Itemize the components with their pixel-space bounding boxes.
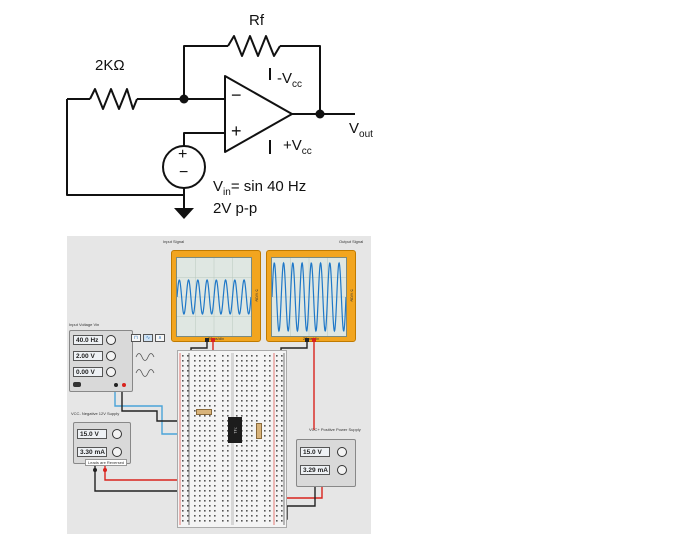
feedback-wire	[183, 45, 228, 99]
rf-resistor	[227, 35, 281, 57]
op-amp-triangle	[224, 75, 293, 153]
rf-label: Rf	[249, 12, 264, 29]
input-scope-label: Input Signal	[163, 239, 185, 244]
opamp-plus-sign: +	[231, 121, 242, 141]
neg-supply-terminal-red[interactable]	[103, 468, 107, 472]
pos-supply-voltage-display[interactable]: 15.0 V	[300, 447, 330, 457]
negative-power-supply: 15.0 V 3.30 mA	[73, 422, 131, 464]
fg-power-switch[interactable]	[73, 382, 81, 387]
wire-fg-blue	[114, 389, 185, 435]
input-resistor-component[interactable]	[196, 409, 212, 415]
neg-supply-current-display[interactable]: 3.30 mA	[77, 447, 107, 457]
input-resistor	[89, 88, 138, 110]
output-oscilloscope[interactable]: 5 V/div 20ms/div	[266, 250, 356, 342]
pos-supply-current-display[interactable]: 3.29 mA	[300, 465, 330, 475]
output-scope-trace	[272, 258, 346, 336]
vout-label: Vout	[349, 120, 373, 140]
ground-icon	[174, 208, 194, 219]
neg-supply-main: -V	[277, 70, 292, 87]
pos-supply-title: VCC+ Positive Power Supply	[309, 427, 361, 432]
ground-return-wire	[66, 99, 184, 196]
circuit-simulation-view: Input Signal 5 V/div 20ms/div Output Sig…	[67, 236, 371, 534]
neg-supply-voltage-display[interactable]: 15.0 V	[77, 429, 107, 439]
neg-supply-voltage-knob[interactable]	[112, 429, 122, 439]
op-amp-schematic	[66, 35, 355, 219]
sine-wave-button[interactable]: ∿	[143, 334, 153, 342]
source-wire	[183, 132, 225, 146]
input-scope-screen	[176, 257, 252, 337]
neg-supply-title: VCC- Negative 12V Supply	[71, 411, 120, 416]
triangle-wave-button[interactable]: ∧	[155, 334, 165, 342]
fg-frequency-knob[interactable]	[106, 335, 116, 345]
offset-wave-icon	[135, 369, 155, 377]
input-scope-time-label: 20ms/div	[208, 336, 225, 341]
pos-supply-voltage-knob[interactable]	[337, 447, 347, 457]
wire-fg-black	[121, 389, 185, 422]
vin-pp-label: 2V p-p	[213, 200, 258, 217]
op-amp-chip[interactable]: 741	[228, 417, 242, 443]
square-wave-button[interactable]: ⊓	[131, 334, 141, 342]
neg-supply-label: -Vcc	[277, 70, 302, 90]
input-scope-probe-red[interactable]	[211, 338, 215, 342]
positive-power-supply: 15.0 V 3.29 mA	[296, 439, 356, 487]
fg-amplitude-knob[interactable]	[106, 351, 116, 361]
output-scope-probe-red[interactable]	[312, 338, 316, 342]
amplitude-wave-icon	[135, 353, 155, 361]
pos-supply-current-knob[interactable]	[337, 465, 347, 475]
input-scope-side-label: 5 V/div	[254, 289, 260, 302]
input-oscilloscope[interactable]: 5 V/div 20ms/div	[171, 250, 261, 342]
source-minus-sign: −	[179, 164, 189, 181]
output-scope-time-label: 20ms/div	[303, 336, 320, 341]
pos-supply-main: +V	[283, 137, 302, 154]
vin-main: V	[213, 178, 224, 195]
fg-output-terminal-black[interactable]	[114, 383, 118, 387]
op-amp-chip-body: 741	[228, 417, 242, 443]
fg-frequency-display[interactable]: 40.0 Hz	[73, 335, 103, 345]
vout-sub: out	[359, 129, 373, 140]
pos-supply-sub: cc	[301, 146, 312, 157]
feedback-wire-right	[280, 45, 321, 114]
function-generator: 40.0 Hz 2.00 V 0.00 V	[69, 330, 133, 392]
vin-rest: = sin 40 Hz	[230, 178, 307, 195]
output-scope-screen	[271, 257, 347, 337]
neg-supply-sub: cc	[292, 79, 302, 90]
opamp-minus-sign: −	[231, 85, 242, 105]
junction-node-output	[315, 109, 325, 119]
vin-sub: in	[223, 187, 231, 198]
neg-supply-warning: Leads are Reversed	[85, 459, 128, 466]
vout-main: V	[349, 120, 360, 137]
breadboard: 741	[177, 350, 287, 528]
output-scope-probe-black[interactable]	[305, 338, 309, 342]
output-scope-side-label: 5 V/div	[349, 289, 355, 302]
input-scope-trace	[177, 258, 251, 336]
input-scope-probe-black[interactable]	[205, 338, 209, 342]
voltage-source	[162, 145, 206, 189]
junction-node-left	[179, 94, 189, 104]
vin-label: Vin= sin 40 Hz	[213, 178, 306, 198]
output-scope-label: Output Signal	[339, 239, 364, 244]
feedback-resistor-component[interactable]	[256, 423, 262, 439]
function-generator-title: Input Voltage Vin	[69, 322, 100, 327]
wire-neg-black	[94, 464, 185, 492]
wire-pos-red	[282, 486, 323, 499]
neg-supply-current-knob[interactable]	[112, 447, 122, 457]
neg-supply-terminal-black[interactable]	[93, 468, 97, 472]
fg-output-terminal-red[interactable]	[122, 383, 126, 387]
fg-offset-display[interactable]: 0.00 V	[73, 367, 103, 377]
pos-supply-label: +Vcc	[283, 137, 312, 157]
input-resistor-label: 2KΩ	[95, 57, 125, 74]
fg-offset-knob[interactable]	[106, 367, 116, 377]
fg-amplitude-display[interactable]: 2.00 V	[73, 351, 103, 361]
source-plus-sign: +	[178, 146, 188, 163]
